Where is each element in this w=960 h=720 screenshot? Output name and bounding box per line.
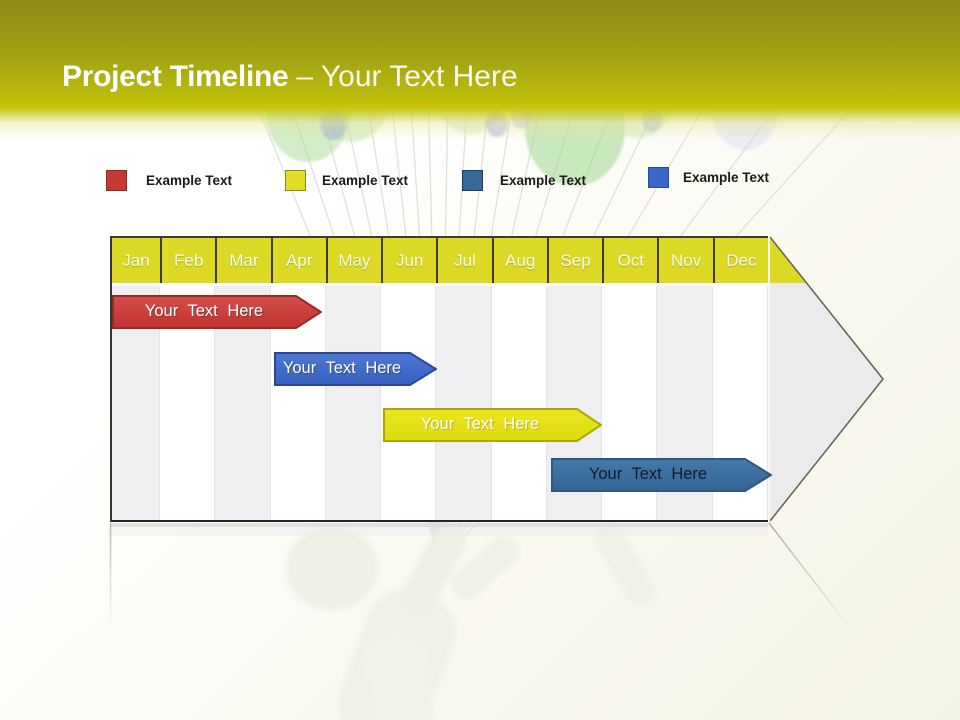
- timeline-arrowhead: [770, 236, 884, 522]
- bar-red[interactable]: [112, 295, 322, 329]
- column-stripe: [713, 286, 768, 520]
- legend-item-1[interactable]: Example Text: [106, 170, 232, 191]
- table-reflection: [109, 522, 854, 633]
- legend-item-2[interactable]: Example Text: [285, 170, 408, 191]
- bar-label-red[interactable]: Your Text Here: [144, 302, 264, 320]
- column-stripe: [381, 286, 437, 520]
- legend-swatch-red: [106, 170, 127, 191]
- legend-label: Example Text: [322, 173, 409, 188]
- legend-swatch-yellow: [285, 170, 306, 191]
- bar-label-steel-blue[interactable]: Your Text Here: [588, 465, 708, 483]
- month-cell-aug: Aug: [493, 238, 547, 283]
- legend-swatch-blue: [648, 167, 669, 188]
- month-cell-feb: Feb: [162, 238, 216, 283]
- balloons-illustration: [266, 46, 779, 186]
- legend-item-4[interactable]: Example Text: [648, 167, 769, 188]
- column-stripe: [160, 286, 216, 520]
- month-cell-dec: Dec: [714, 238, 768, 283]
- month-cell-mar: Mar: [217, 238, 271, 283]
- column-stripe: [602, 286, 658, 520]
- month-cell-jun: Jun: [383, 238, 437, 283]
- month-cell-apr: Apr: [272, 238, 326, 283]
- figure-illustration: [286, 523, 655, 720]
- column-stripe: [271, 286, 326, 520]
- month-cell-jul: Jul: [438, 238, 492, 283]
- bar-label-blue[interactable]: Your Text Here: [282, 359, 402, 377]
- column-stripe: [325, 286, 382, 520]
- legend-item-3[interactable]: Example Text: [462, 170, 586, 191]
- legend-label: Example Text: [146, 173, 233, 188]
- legend-label: Example Text: [683, 170, 770, 185]
- month-cell-jan: Jan: [112, 238, 160, 283]
- month-cell-oct: Oct: [604, 238, 658, 283]
- bar-blue[interactable]: [274, 352, 437, 386]
- legend-swatch-steel-blue: [462, 170, 483, 191]
- legend-label: Example Text: [500, 173, 587, 188]
- month-cell-may: May: [327, 238, 382, 283]
- bar-yellow[interactable]: [383, 408, 602, 442]
- month-header-row: Jan Feb Mar Apr May Jun Jul Aug Sep Oct …: [112, 236, 768, 283]
- bar-steel-blue[interactable]: [551, 458, 772, 492]
- month-cell-nov: Nov: [659, 238, 713, 283]
- bar-label-yellow[interactable]: Your Text Here: [420, 415, 540, 433]
- month-cell-sep: Sep: [548, 238, 603, 283]
- column-stripe: [436, 286, 492, 520]
- column-stripe: [492, 286, 547, 520]
